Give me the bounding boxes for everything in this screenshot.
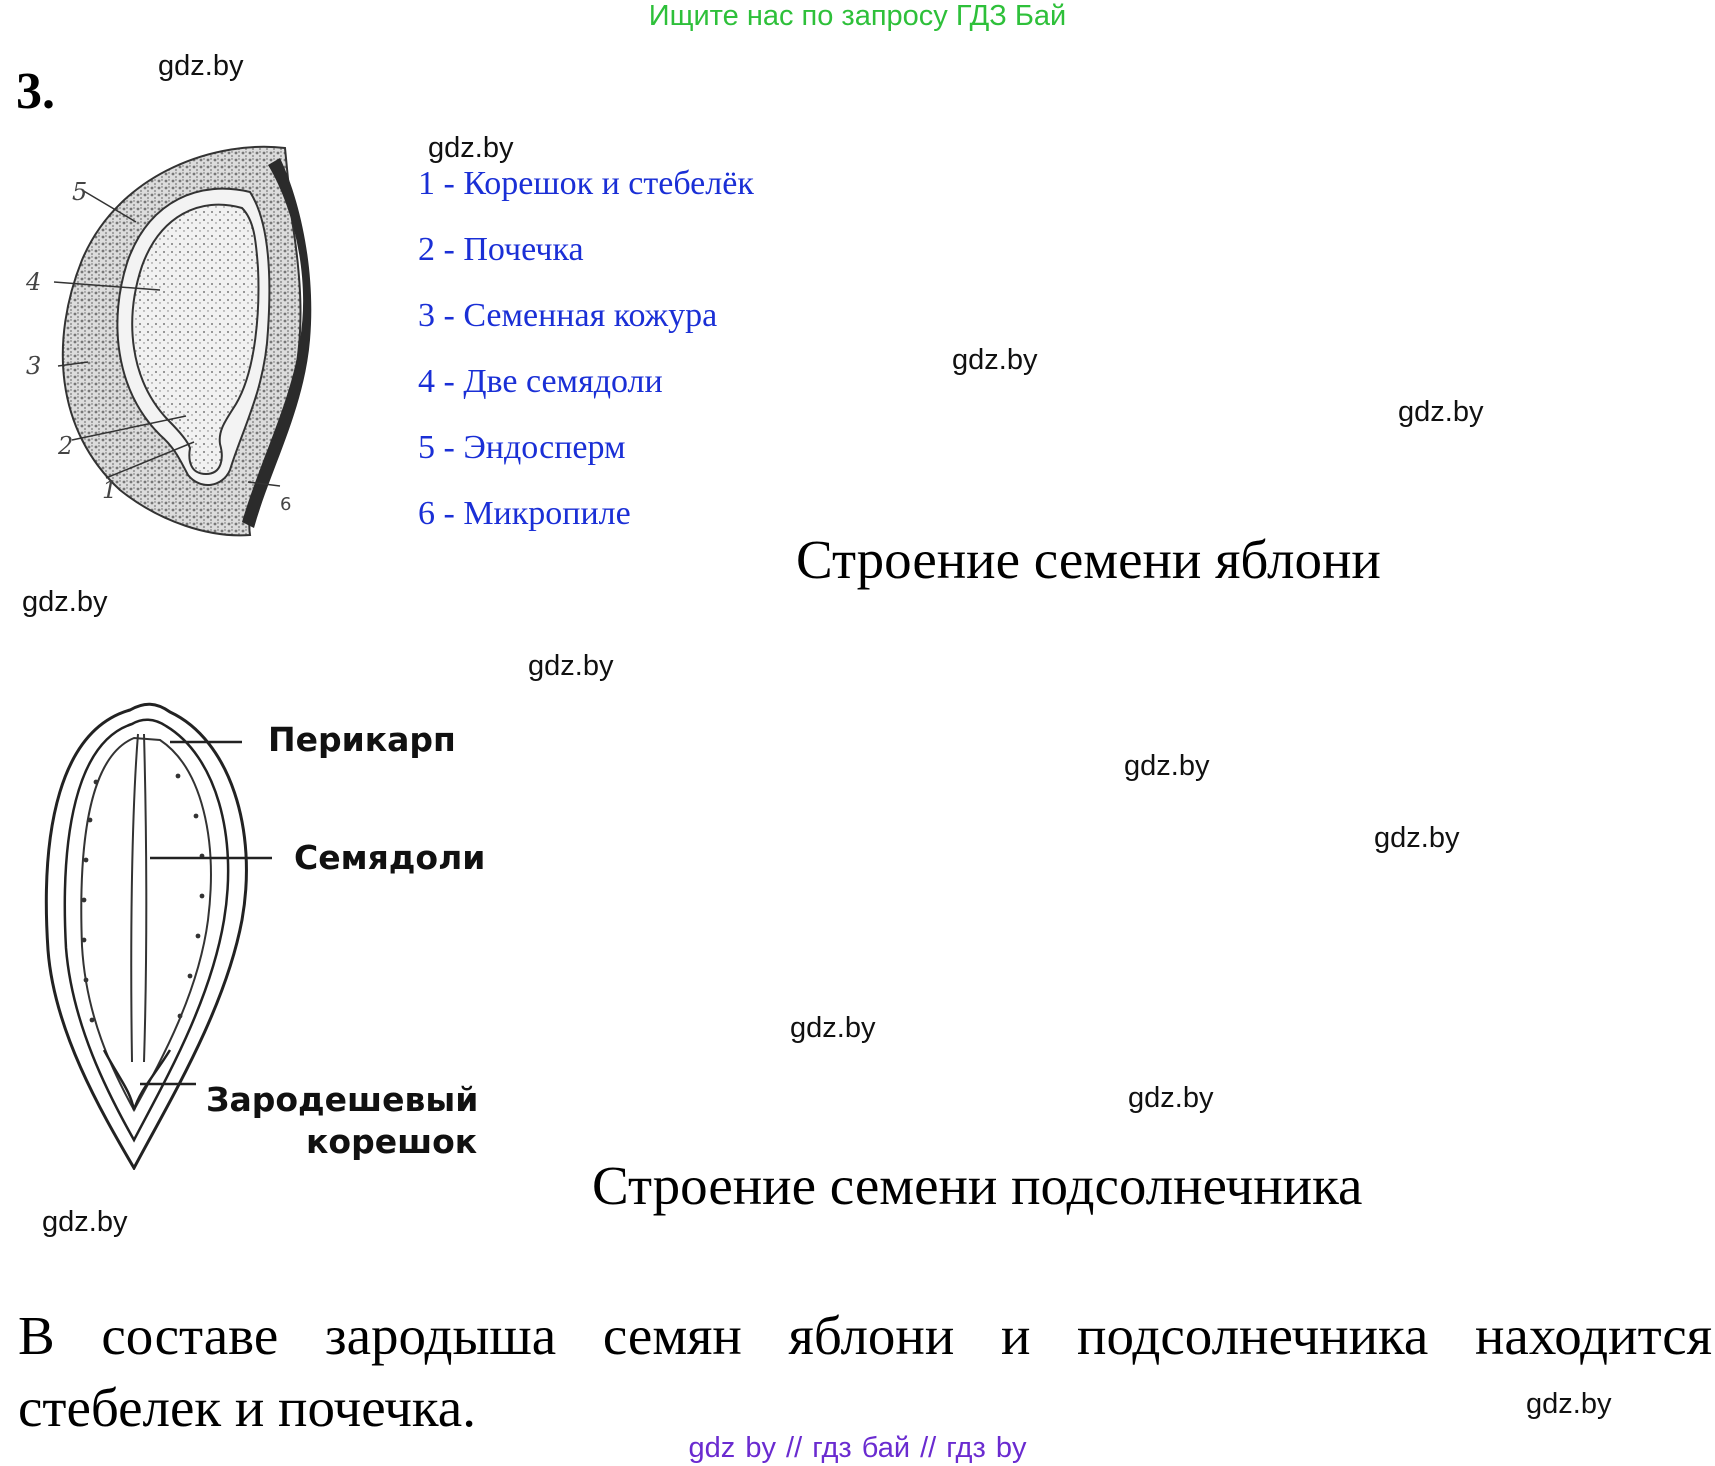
watermark: gdz.by [42, 1206, 128, 1238]
pericarp-outer [44, 702, 248, 1170]
cotyledon-dots [81, 773, 205, 1023]
label-radicle-line1: Зародешевый [206, 1080, 479, 1119]
legend-item: 1 - Корешок и стебелёк [418, 165, 754, 202]
cotyledons [131, 203, 260, 476]
label-radicle-line2: корешок [306, 1122, 478, 1161]
apple-seed-diagram: 5 4 3 2 1 6 [25, 145, 312, 537]
watermark: gdz.by [790, 1012, 876, 1044]
legend-item: 6 - Микропиле [418, 495, 631, 532]
watermark: gdz.by [158, 50, 244, 82]
watermark: gdz.by [1128, 1082, 1214, 1114]
pericarp-inner [63, 718, 230, 1143]
conclusion-line-2: стебелек и почечка. [18, 1377, 476, 1438]
callout-1: 1 [102, 476, 117, 504]
watermark: gdz.by [1374, 822, 1460, 854]
sunflower-seed-title: Строение семени подсолнечника [592, 1155, 1363, 1216]
callout-4: 4 [25, 268, 41, 296]
radicle [102, 1049, 172, 1111]
callout-2: 2 [57, 432, 73, 460]
sunflower-seed-diagram [44, 702, 272, 1170]
callout-5: 5 [72, 178, 87, 206]
apple-seed-legend: 1 - Корешок и стебелёк 2 - Почечка 3 - С… [418, 162, 754, 558]
label-pericarp: Перикарп [268, 720, 456, 759]
apple-seed-title: Строение семени яблони [796, 529, 1381, 590]
watermark: gdz.by [1398, 396, 1484, 428]
legend-item: 2 - Почечка [418, 231, 584, 268]
label-cotyledons: Семядоли [294, 838, 486, 877]
legend-item: 3 - Семенная кожура [418, 297, 718, 334]
cotyledon-split [130, 733, 148, 1063]
search-banner[interactable]: Ищите нас по запросу ГДЗ Бай [648, 0, 1067, 32]
micropyle-band [242, 158, 312, 528]
callout-6: 6 [280, 494, 291, 515]
conclusion-paragraph: В составе зародыша семян яблони и подсол… [18, 1300, 1712, 1444]
watermark: gdz.by [952, 344, 1038, 376]
watermark: gdz.by [22, 586, 108, 618]
footer-links[interactable]: gdz by // гдз бай // гдз by [688, 1432, 1027, 1464]
watermark: gdz.by [528, 650, 614, 682]
legend-item: 5 - Эндосперм [418, 429, 626, 466]
conclusion-line-1: В составе зародыша семян яблони и подсол… [18, 1305, 1712, 1366]
task-number: 3. [16, 63, 55, 120]
callout-3: 3 [26, 352, 41, 380]
watermark: gdz.by [1526, 1388, 1612, 1420]
legend-item: 4 - Две семядоли [418, 363, 663, 400]
watermark: gdz.by [428, 132, 514, 164]
watermark: gdz.by [1124, 750, 1210, 782]
